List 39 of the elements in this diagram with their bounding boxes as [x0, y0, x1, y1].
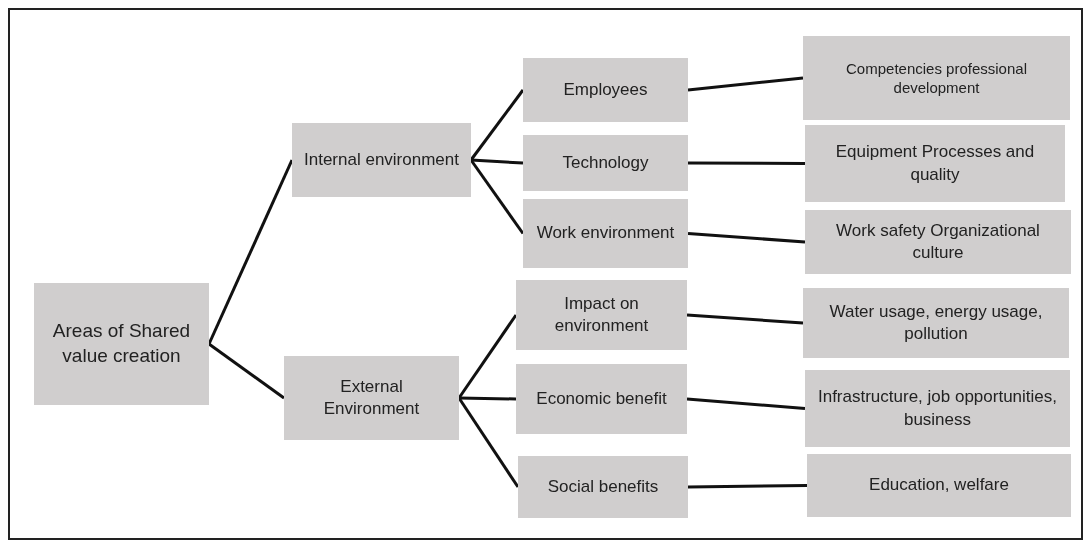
category-box — [805, 125, 1065, 202]
connector-line — [687, 484, 808, 489]
box-label: Social benefits — [547, 475, 659, 498]
category-box — [805, 370, 1070, 447]
connector-line — [686, 313, 804, 325]
box-label: External Environment — [322, 375, 421, 420]
connector-line — [687, 76, 804, 92]
box-label: Competencies professional development — [845, 58, 1028, 98]
category-box — [34, 283, 209, 405]
connector-line — [686, 397, 806, 410]
box-label: Internal environment — [304, 148, 459, 171]
connector-line — [688, 161, 805, 165]
category-box — [805, 210, 1071, 274]
category-box — [803, 288, 1069, 358]
box-label: Infrastructure, job opportunities, business — [816, 386, 1059, 431]
category-box — [807, 454, 1071, 517]
box-label: Impact on environment — [553, 292, 650, 337]
connector-line — [458, 396, 517, 401]
box-label: Technology — [562, 151, 649, 174]
box-label: Education, welfare — [869, 474, 1009, 497]
category-box — [523, 199, 688, 268]
box-label: Equipment Processes and quality — [834, 141, 1036, 186]
box-label: Work safety Organizational culture — [835, 219, 1041, 264]
category-box — [523, 135, 688, 191]
connector-line — [470, 158, 524, 165]
category-box — [523, 58, 688, 122]
box-label: Economic benefit — [536, 387, 667, 410]
box-label: Water usage, energy usage, pollution — [828, 300, 1044, 345]
box-label: Work environment — [536, 222, 675, 245]
category-box — [516, 364, 687, 434]
category-box — [518, 456, 688, 518]
connector-line — [208, 342, 285, 400]
category-box — [803, 36, 1070, 120]
category-box — [292, 123, 471, 197]
box-label: Employees — [563, 78, 648, 101]
category-box — [284, 356, 459, 440]
connector-line — [687, 232, 806, 244]
box-label: Areas of Shared value creation — [51, 319, 192, 368]
category-box — [516, 280, 687, 350]
